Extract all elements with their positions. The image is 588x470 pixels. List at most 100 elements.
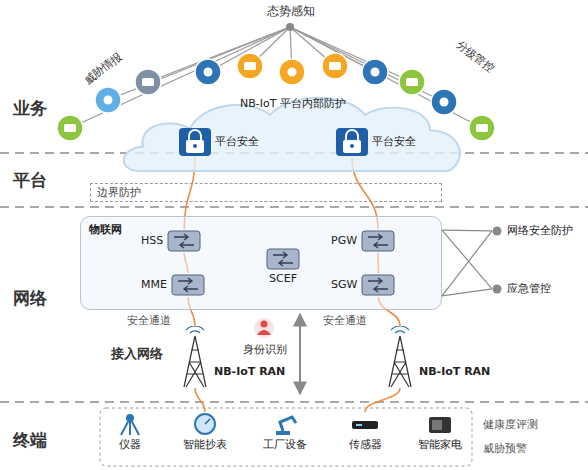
lock-body	[343, 140, 361, 153]
business-icon-mark	[244, 62, 256, 70]
sensor-light	[356, 424, 362, 426]
terminal-note: 威胁预警	[482, 442, 528, 456]
switch-arrows	[273, 252, 293, 266]
tower-icon	[180, 326, 210, 388]
node-label: 网络安全防护	[507, 224, 573, 238]
network-element: SGW	[331, 273, 395, 297]
device-icon	[268, 412, 302, 436]
business-icon	[399, 69, 425, 95]
appliance-body	[429, 417, 451, 433]
business-icon	[195, 59, 221, 85]
tower-frame	[389, 336, 411, 387]
defense-link	[442, 230, 492, 232]
switch-body	[362, 275, 394, 295]
meter-dial	[195, 414, 215, 434]
node-label: 智能抄表	[183, 438, 227, 452]
secure-channel	[195, 388, 205, 412]
switch-arrows	[368, 234, 388, 248]
lock-panel	[179, 128, 211, 156]
business-icon-mark	[329, 62, 341, 70]
platform-cloud: NB-IoT 平台内部防护平台安全 平台安全	[118, 85, 468, 183]
instrument-head	[126, 414, 134, 422]
business-icon-mark	[142, 78, 154, 86]
node-label: NB-IoT 平台内部防护	[118, 97, 468, 111]
device-icon	[113, 412, 147, 436]
fan-line	[208, 27, 290, 72]
business-icon	[469, 115, 495, 141]
lock-hole	[350, 144, 354, 148]
fan-label: 分级管控	[453, 37, 498, 76]
core-network-box: 物联网HSSPGWMMESCEFSGW	[80, 216, 442, 310]
switch-icon	[171, 273, 205, 297]
lock-shackle	[346, 130, 358, 140]
business-icon-mark	[371, 68, 380, 77]
security-lock: 平台安全	[335, 127, 416, 157]
node-label: PGW	[331, 234, 357, 248]
lock-shackle	[189, 130, 201, 140]
tower-frame	[184, 336, 206, 387]
dot	[493, 284, 502, 293]
business-icon	[57, 115, 83, 141]
lock-icon	[178, 127, 212, 157]
terminal-device: 智能家电	[418, 412, 462, 452]
defense-dot: 网络安全防护	[492, 224, 573, 238]
node-label: 仪器	[119, 438, 141, 452]
defense-link	[442, 289, 492, 296]
node-label: 工厂设备	[263, 438, 307, 452]
business-icon-mark	[406, 78, 418, 86]
layer-name: 终端	[12, 430, 48, 451]
dot-icon	[492, 226, 502, 236]
layer-separator	[0, 206, 588, 208]
switch-icon	[266, 247, 300, 271]
network-element: HSS	[141, 229, 201, 253]
channel-label: 安全通道	[322, 314, 368, 328]
business-icon-mark	[64, 124, 76, 132]
identity-icon-head	[261, 321, 268, 328]
terminal-device: 智能抄表	[183, 412, 227, 452]
appliance-panel	[432, 420, 442, 430]
terminal-device: 仪器	[113, 412, 147, 452]
terminal-frame	[100, 408, 472, 466]
switch-body	[267, 249, 299, 269]
node-label: SCEF	[269, 272, 297, 286]
ran-tower: NB-IoT RAN	[180, 326, 285, 388]
node-label: 智能家电	[418, 438, 462, 452]
view-title: 态势感知	[266, 4, 316, 19]
node-label: NB-IoT RAN	[419, 365, 490, 379]
tower-icon	[385, 326, 415, 388]
channel-label: 安全通道	[126, 314, 172, 328]
device-icon	[348, 412, 382, 436]
tower-waves	[186, 326, 204, 333]
tower-waves	[391, 326, 409, 333]
access-arrow	[299, 314, 301, 394]
business-icon	[431, 89, 457, 115]
identity-label: 身份识别	[242, 343, 288, 357]
business-icon-mark	[288, 68, 297, 77]
switch-icon	[167, 229, 201, 253]
switch-arrows	[368, 278, 388, 292]
hub-dot	[286, 23, 294, 31]
layer-separator	[0, 401, 588, 403]
robot-arm	[280, 417, 296, 431]
meter-needle	[205, 419, 210, 424]
identity-icon-body	[257, 330, 271, 335]
business-icon-mark	[440, 98, 449, 107]
node-label: 平台安全	[215, 135, 259, 149]
switch-icon	[361, 229, 395, 253]
switch-body	[362, 231, 394, 251]
dot-icon	[492, 284, 502, 294]
switch-body	[172, 275, 204, 295]
network-element: SCEF	[266, 247, 300, 286]
switch-arrows	[174, 234, 194, 248]
network-element: MME	[141, 273, 205, 297]
sensor-body	[352, 421, 378, 429]
switch-icon	[361, 273, 395, 297]
lock-body	[186, 140, 204, 153]
security-lock: 平台安全	[178, 127, 259, 157]
boundary-box: 边界防护	[90, 183, 442, 202]
defense-link	[442, 230, 492, 289]
business-icon	[362, 59, 388, 85]
node-label: 边界防护	[97, 186, 141, 199]
fan-line	[290, 27, 444, 102]
lock-icon	[335, 127, 369, 157]
